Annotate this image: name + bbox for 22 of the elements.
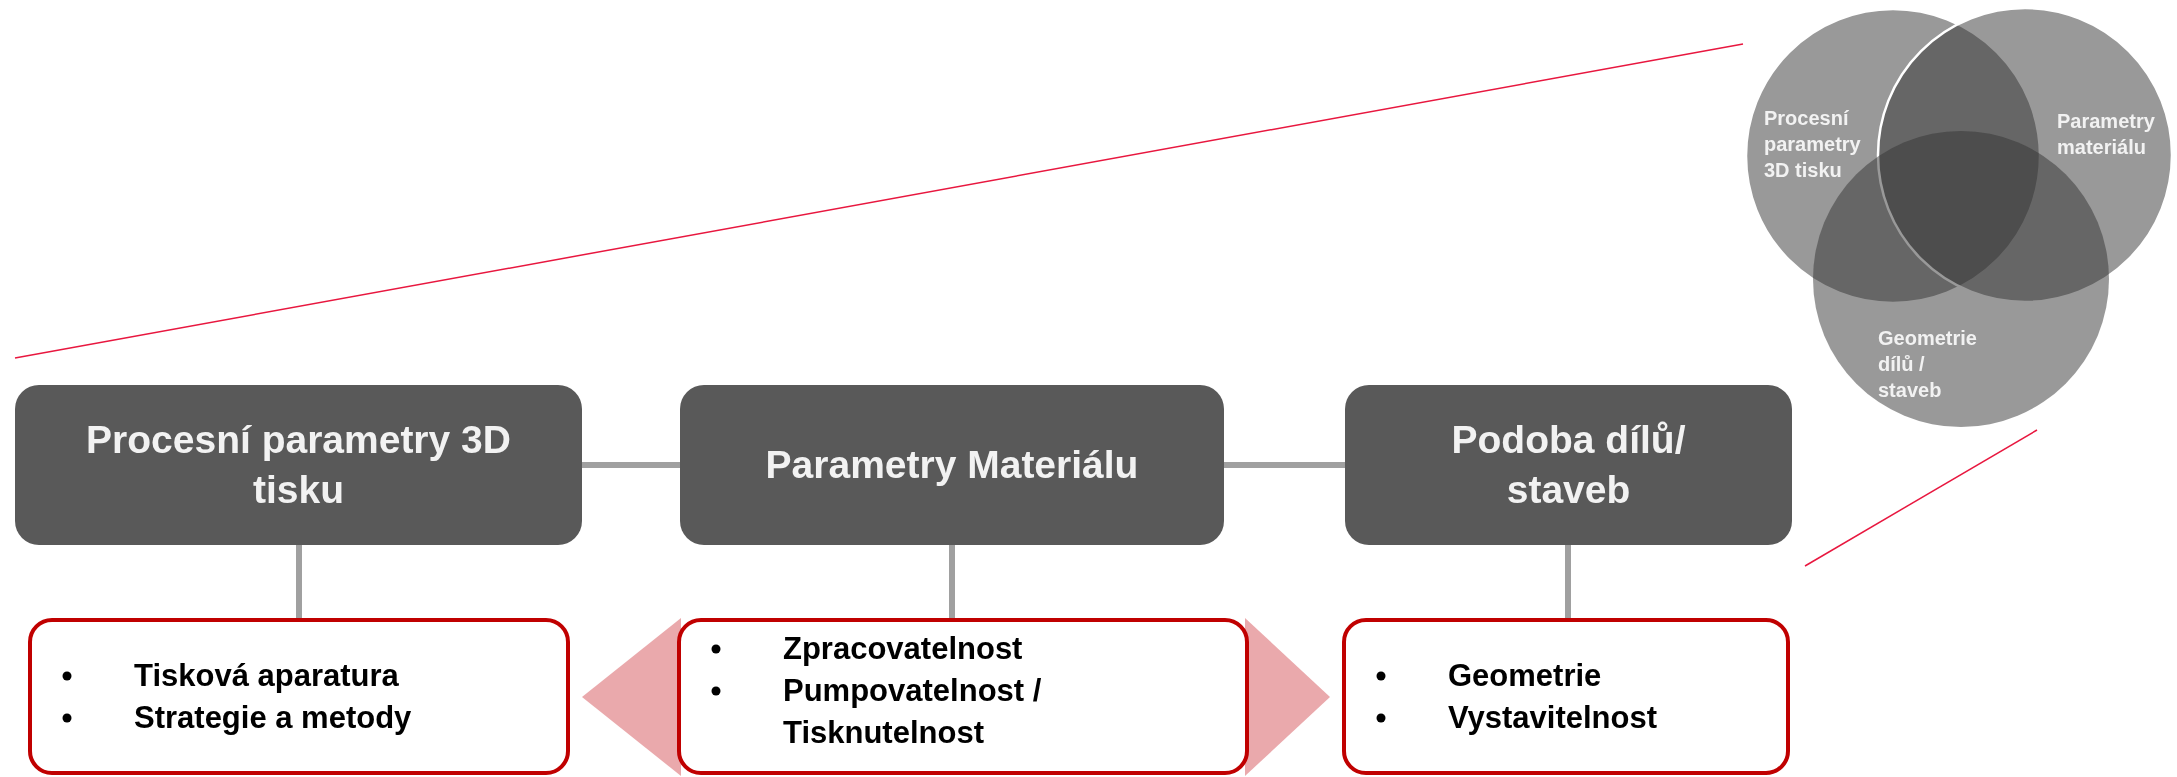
circle-label: Parametry materiálu (2057, 109, 2156, 160)
list-box (28, 618, 570, 775)
connector-line (1565, 545, 1571, 618)
connector-line (949, 545, 955, 618)
list-item: Pumpovatelnost / Tisknutelnost (783, 672, 1043, 752)
block-arrow (1245, 618, 1330, 776)
list-item: Geometrie (1448, 656, 1603, 695)
list-item: Vystavitelnost (1448, 698, 1659, 737)
list-box (1342, 618, 1790, 775)
list-item: Zpracovatelnost (783, 630, 1024, 668)
connector-line (296, 545, 302, 618)
category-box: Parametry Materiálu (680, 385, 1224, 545)
category-box: Procesní parametry 3D tisku (15, 385, 582, 545)
circle-label: Geometrie dílů / staveb (1878, 326, 1978, 403)
list-box (677, 618, 1249, 775)
circle-label: Procesní parametry 3D tisku (1764, 106, 1862, 183)
connector-line (582, 462, 680, 468)
list-item: Tisková aparatura (134, 656, 400, 695)
connector-line (1224, 462, 1345, 468)
block-arrow (582, 618, 681, 776)
category-box: Podoba dílů/ staveb (1345, 385, 1792, 545)
list-item: Strategie a metody (134, 698, 413, 737)
